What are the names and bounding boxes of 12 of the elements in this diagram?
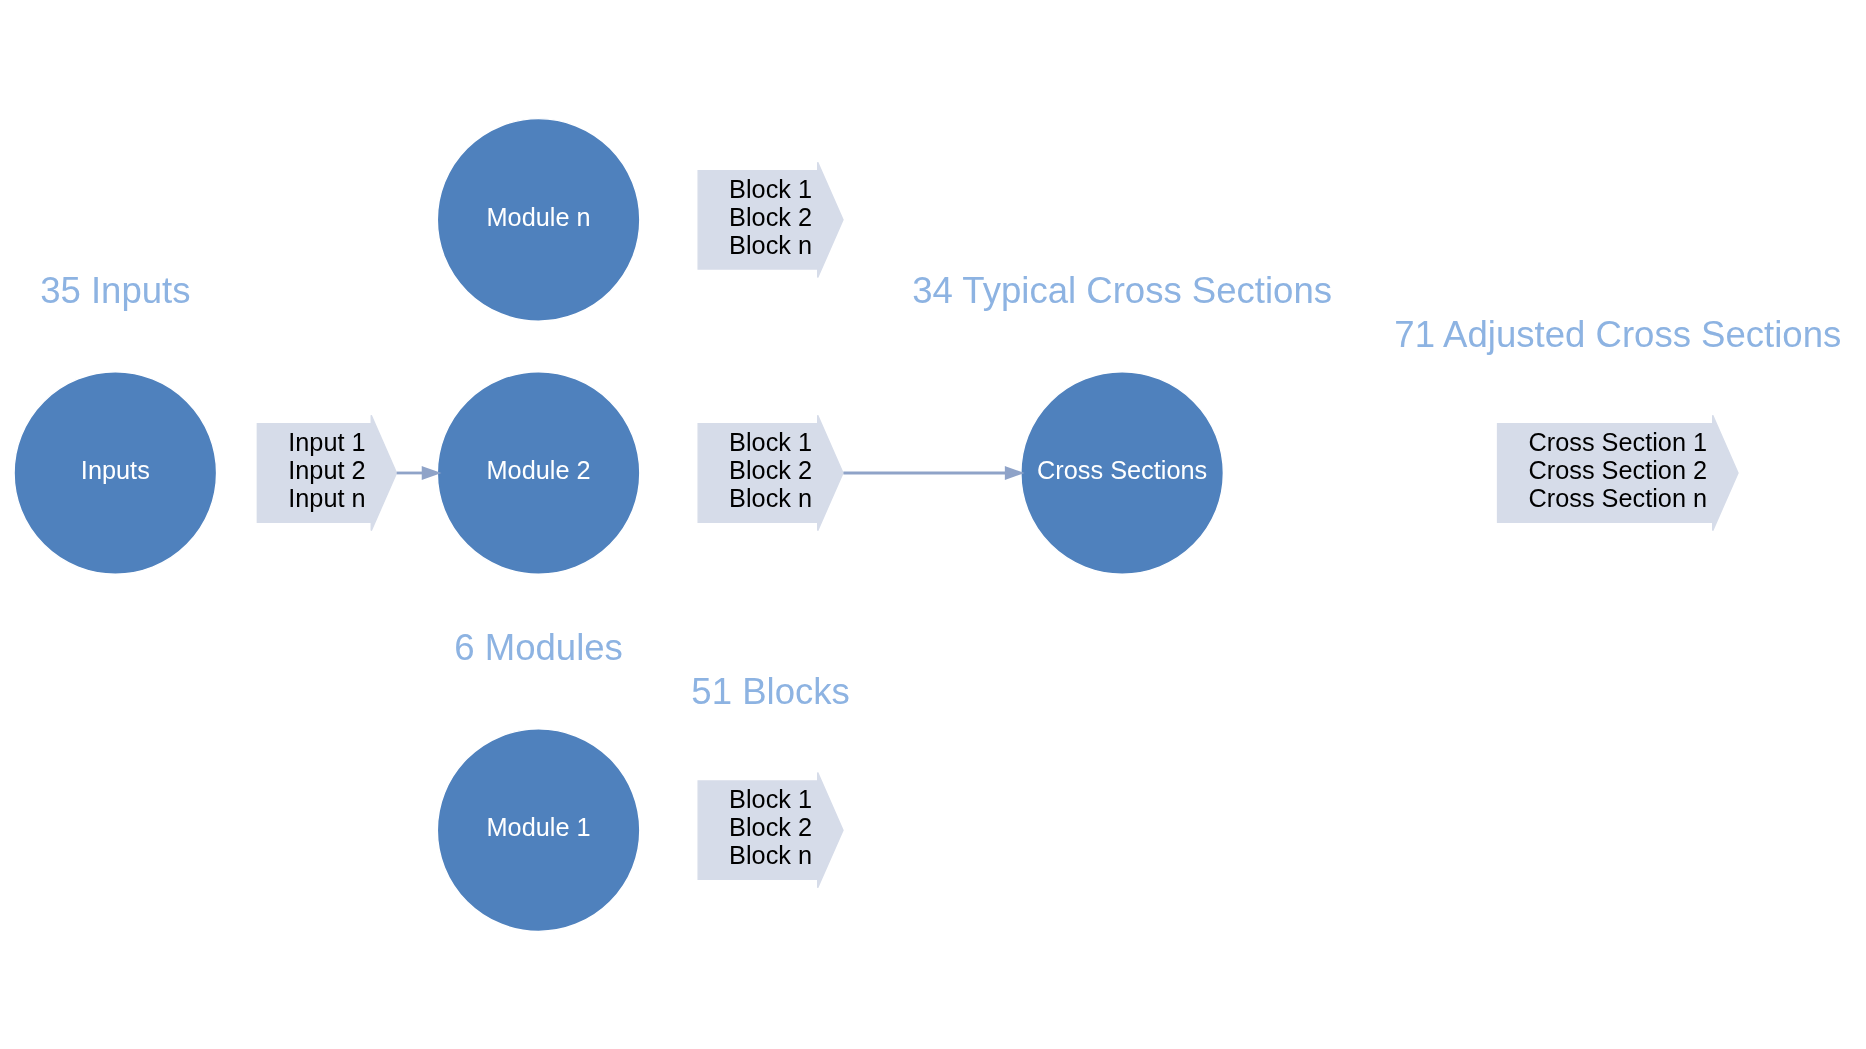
- node-circle: Cross Sections: [1020, 370, 1225, 575]
- label: 35 Inputs: [40, 269, 191, 311]
- node-circle: Module 1: [436, 727, 641, 932]
- node-circle: Module n: [436, 117, 641, 322]
- arrow: [396, 465, 442, 480]
- label: 51 Blocks: [691, 670, 850, 712]
- node-circle: Module 2: [436, 370, 641, 575]
- label: 71 Adjusted Cross Sections: [1394, 313, 1842, 355]
- node-circle: Inputs: [13, 370, 218, 575]
- label: 34 Typical Cross Sections: [912, 269, 1333, 311]
- label: 6 Modules: [454, 626, 623, 668]
- arrow: [843, 465, 1025, 480]
